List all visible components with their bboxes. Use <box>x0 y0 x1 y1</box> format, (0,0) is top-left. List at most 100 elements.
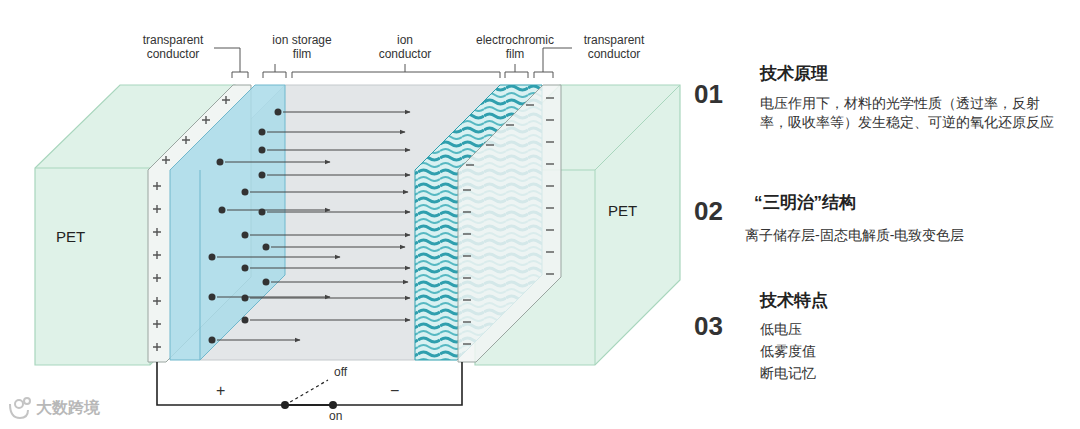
ion-dot <box>263 279 270 286</box>
ion-arrow <box>283 112 410 113</box>
pet-block <box>35 85 680 365</box>
ion-arrows <box>209 109 411 344</box>
layer-label: transparent conductor <box>133 34 213 62</box>
minus-sign <box>463 255 471 256</box>
pet-layer: PET <box>52 226 89 247</box>
minus-sign <box>463 277 471 278</box>
ion-arrow <box>267 175 410 176</box>
ion-arrow <box>225 162 330 163</box>
section-number: 01 <box>694 80 723 110</box>
polarity-sign: − <box>390 382 399 400</box>
switch-label: on <box>329 410 342 424</box>
section-body: 电压作用下，材料的光学性质（透过率，反射率，吸收率等）发生稳定、可逆的氧化还原反… <box>760 94 1060 132</box>
plus-sign <box>153 251 161 259</box>
minus-sign <box>546 185 554 186</box>
ion-dot <box>209 294 216 301</box>
minus-sign <box>463 233 471 234</box>
switch-pivot <box>281 401 289 409</box>
layer-label: ion conductor <box>372 34 438 62</box>
ion-arrow <box>217 340 300 341</box>
ion-arrow <box>250 320 410 321</box>
ion-dot <box>217 159 224 166</box>
layer-name: PET <box>56 228 85 245</box>
transparent-conductor <box>458 85 561 362</box>
plus-sign <box>153 205 161 213</box>
minus-sign <box>546 141 554 142</box>
ion-arrow <box>271 282 408 283</box>
list-item: 断电记忆 <box>760 365 816 381</box>
minus-sign <box>466 164 474 165</box>
ion-arrow <box>267 150 410 151</box>
ion-dot <box>242 317 249 324</box>
polarity-sign: + <box>216 382 225 400</box>
switch-label: off <box>334 366 347 380</box>
ion-dot <box>275 109 282 116</box>
minus-sign <box>463 211 471 212</box>
section-number: 02 <box>694 197 723 227</box>
ion-dot <box>219 207 226 214</box>
ion-dot <box>263 244 270 251</box>
ion-arrow <box>267 132 405 133</box>
ion-arrow <box>267 212 410 213</box>
layer-label: ion storage film <box>262 34 342 62</box>
ion-dot <box>209 254 216 261</box>
ion-dot <box>259 172 266 179</box>
plus-sign <box>153 182 161 190</box>
minus-sign <box>486 144 494 145</box>
section-heading: “三明治”结构 <box>754 193 856 213</box>
minus-sign <box>463 343 471 344</box>
minus-sign <box>546 229 554 230</box>
ion-dot <box>209 337 216 344</box>
ion-arrow <box>250 268 410 269</box>
watermark: 大数跨境 <box>36 399 100 417</box>
plus-sign <box>153 320 161 328</box>
ion-dot <box>259 129 266 136</box>
ion-dot <box>242 295 249 302</box>
minus-sign <box>546 251 554 252</box>
plus-sign <box>153 297 161 305</box>
layer-name: PET <box>608 202 637 219</box>
list-item: 低雾度值 <box>760 343 816 359</box>
minus-sign <box>506 124 514 125</box>
ion-arrow <box>227 210 330 211</box>
section-heading: 技术原理 <box>760 64 828 84</box>
plus-sign <box>182 136 190 144</box>
section-body: 离子储存层-固态电解质-电致变色层 <box>745 227 964 243</box>
minus-sign <box>546 273 554 274</box>
minus-sign <box>526 104 534 105</box>
plus-sign <box>153 343 161 351</box>
ion-storage-film <box>170 85 285 360</box>
ion-arrow <box>217 257 340 258</box>
layer-label: electrochromic film <box>466 34 564 62</box>
layer-label: transparent conductor <box>574 34 654 62</box>
ion-dot <box>259 147 266 154</box>
circuit-wire <box>157 362 462 405</box>
minus-sign <box>546 97 554 98</box>
ion-arrow <box>250 298 410 299</box>
plus-sign <box>202 116 210 124</box>
minus-sign <box>546 163 554 164</box>
ion-arrow <box>250 235 410 236</box>
plus-sign <box>153 274 161 282</box>
minus-sign <box>546 207 554 208</box>
plus-sign <box>162 156 170 164</box>
section-number: 03 <box>694 312 723 342</box>
plus-sign <box>153 228 161 236</box>
ion-arrow <box>250 192 408 193</box>
ion-dot <box>242 265 249 272</box>
section-heading: 技术特点 <box>760 291 828 311</box>
watermark-icon <box>10 398 30 418</box>
switch-on <box>285 404 333 406</box>
minus-sign <box>463 189 471 190</box>
switch-contact <box>329 401 337 409</box>
minus-sign <box>546 119 554 120</box>
ion-arrow <box>217 297 330 298</box>
plus-sign <box>222 96 230 104</box>
ion-dot <box>242 232 249 239</box>
ion-arrow <box>271 247 405 248</box>
pet-layer: PET <box>604 200 641 221</box>
charge-signs <box>153 96 554 351</box>
minus-sign <box>463 299 471 300</box>
